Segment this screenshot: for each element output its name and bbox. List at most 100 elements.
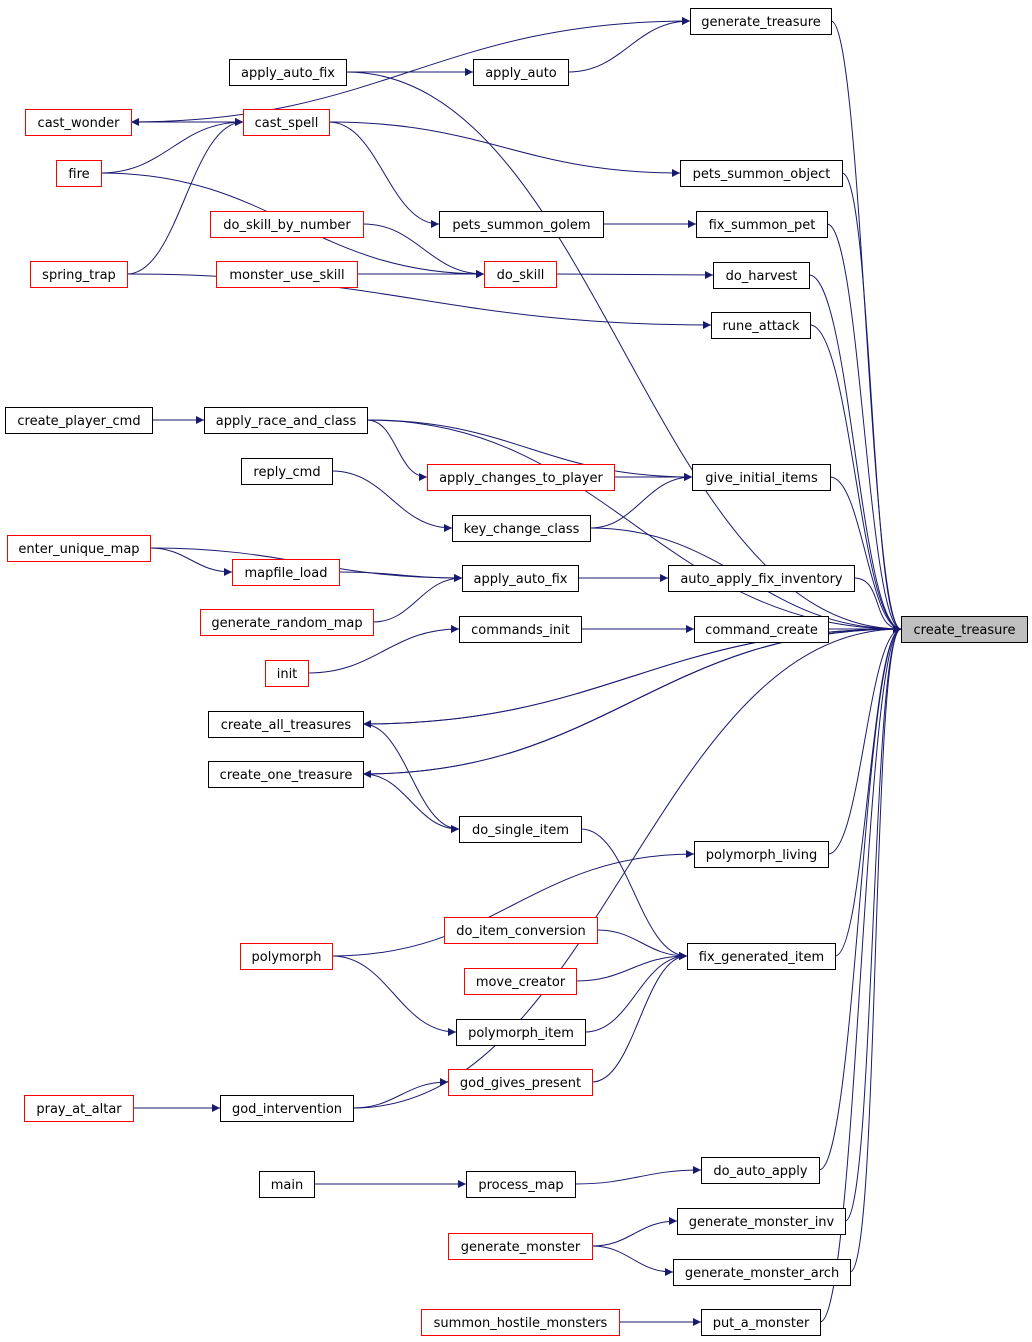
node-label: pray_at_altar — [36, 1102, 122, 1117]
node-box — [229, 59, 347, 86]
node-process-map[interactable]: process_map — [466, 1171, 576, 1198]
node-generate-random-map[interactable]: generate_random_map — [200, 609, 374, 636]
node-box — [459, 616, 582, 643]
edge-init-to-commands_init — [307, 625, 460, 674]
edge-apply_auto-to-generate_treasure — [567, 17, 691, 73]
node-box — [421, 1309, 620, 1336]
node-box — [5, 407, 153, 434]
node-command-create[interactable]: command_create — [694, 616, 829, 643]
node-label: process_map — [478, 1178, 563, 1193]
node-label: polymorph_item — [468, 1026, 574, 1041]
node-label: polymorph_living — [706, 848, 817, 863]
node-apply-auto[interactable]: apply_auto — [473, 59, 569, 86]
node-put-a-monster[interactable]: put_a_monster — [701, 1309, 821, 1336]
node-do-skill-by-number[interactable]: do_skill_by_number — [210, 211, 364, 238]
edge-do_skill_by_number-to-do_skill — [362, 223, 485, 278]
node-label: generate_random_map — [211, 616, 362, 631]
node-polymorph[interactable]: polymorph — [240, 943, 333, 970]
edge-cast_spell-to-pets_summon_object — [328, 121, 681, 177]
node-generate-treasure[interactable]: generate_treasure — [690, 8, 832, 35]
edge-process_map-to-do_auto_apply — [574, 1166, 702, 1185]
node-box — [200, 609, 374, 636]
edge-apply_auto_fix-to-create_treasure — [345, 71, 902, 633]
node-box — [701, 1157, 820, 1184]
edge-polymorph_living-to-create_treasure — [827, 625, 902, 855]
node-do-single-item[interactable]: do_single_item — [459, 816, 582, 843]
node-label: summon_hostile_monsters — [434, 1316, 608, 1331]
node-fire[interactable]: fire — [56, 160, 102, 187]
node-box — [701, 1309, 821, 1336]
node-generate-monster[interactable]: generate_monster — [448, 1233, 593, 1260]
node-do-auto-apply[interactable]: do_auto_apply — [701, 1157, 820, 1184]
node-summon-hostile-monsters[interactable]: summon_hostile_monsters — [421, 1309, 620, 1336]
node-rune-attack[interactable]: rune_attack — [711, 312, 811, 339]
node-create-one-treasure[interactable]: create_one_treasure — [208, 761, 364, 788]
node-label: fix_generated_item — [699, 950, 824, 965]
node-key-change-class[interactable]: key_change_class — [452, 515, 591, 542]
edge-fire-to-cast_spell — [100, 118, 244, 174]
edge-god_gives_present-to-fix_generated_item — [591, 952, 688, 1083]
node-box — [711, 312, 811, 339]
edge-do_harvest-to-create_treasure — [808, 274, 902, 633]
node-monster-use-skill[interactable]: monster_use_skill — [216, 261, 358, 288]
node-label: do_skill_by_number — [223, 218, 351, 233]
edge-cast_spell-to-pets_summon_golem — [328, 121, 440, 228]
node-god-gives-present[interactable]: god_gives_present — [448, 1069, 593, 1096]
node-god-intervention[interactable]: god_intervention — [220, 1095, 354, 1122]
node-box — [668, 565, 855, 592]
node-box — [448, 1069, 593, 1096]
node-reply-cmd[interactable]: reply_cmd — [241, 458, 333, 485]
node-label: do_single_item — [472, 823, 569, 838]
node-label: move_creator — [476, 975, 566, 990]
node-create-treasure: create_treasure — [901, 616, 1028, 643]
node-pets-summon-golem[interactable]: pets_summon_golem — [439, 211, 604, 238]
node-apply-auto-fix-2[interactable]: apply_auto_fix — [462, 565, 579, 592]
node-label: create_treasure — [914, 623, 1016, 638]
node-label: mapfile_load — [245, 566, 328, 581]
node-cast-spell[interactable]: cast_spell — [243, 109, 330, 136]
edge-cast_wonder-to-generate_treasure — [130, 17, 691, 123]
node-polymorph-item[interactable]: polymorph_item — [456, 1019, 586, 1046]
node-main[interactable]: main — [259, 1171, 315, 1198]
node-do-harvest[interactable]: do_harvest — [713, 262, 810, 289]
node-init[interactable]: init — [265, 660, 309, 687]
node-generate-monster-arch[interactable]: generate_monster_arch — [673, 1259, 851, 1286]
node-commands-init[interactable]: commands_init — [459, 616, 582, 643]
node-fix-summon-pet[interactable]: fix_summon_pet — [696, 211, 828, 238]
node-mapfile-load[interactable]: mapfile_load — [232, 559, 340, 586]
node-enter-unique-map[interactable]: enter_unique_map — [7, 535, 151, 562]
node-box — [444, 917, 598, 944]
node-pray-at-altar[interactable]: pray_at_altar — [24, 1095, 134, 1122]
edge-god_intervention-to-god_gives_present — [352, 1078, 449, 1109]
node-label: apply_auto_fix — [241, 66, 335, 81]
edge-create_one_treasure-to-create_treasure — [362, 625, 902, 775]
node-apply-race-and-class[interactable]: apply_race_and_class — [204, 407, 368, 434]
node-move-creator[interactable]: move_creator — [464, 968, 577, 995]
node-generate-monster-inv[interactable]: generate_monster_inv — [677, 1208, 846, 1235]
edge-do_item_conversion-to-fix_generated_item — [596, 929, 688, 960]
node-fix-generated-item[interactable]: fix_generated_item — [687, 943, 836, 970]
node-polymorph-living[interactable]: polymorph_living — [694, 841, 829, 868]
node-box — [208, 761, 364, 788]
node-create-player-cmd[interactable]: create_player_cmd — [5, 407, 153, 434]
node-auto-apply-fix-inventory[interactable]: auto_apply_fix_inventory — [668, 565, 855, 592]
node-box — [24, 1095, 134, 1122]
edge-move_creator-to-fix_generated_item — [575, 952, 688, 982]
node-apply-changes-to-player[interactable]: apply_changes_to_player — [427, 464, 615, 491]
node-pets-summon-object[interactable]: pets_summon_object — [680, 160, 843, 187]
node-apply-auto-fix[interactable]: apply_auto_fix — [229, 59, 347, 86]
node-box — [7, 535, 151, 562]
node-create-all-treasures[interactable]: create_all_treasures — [208, 711, 364, 738]
node-label: generate_monster_inv — [689, 1215, 835, 1230]
node-label: polymorph — [252, 950, 322, 965]
node-give-initial-items[interactable]: give_initial_items — [692, 464, 831, 491]
node-do-skill[interactable]: do_skill — [484, 261, 557, 288]
node-cast-wonder[interactable]: cast_wonder — [25, 109, 132, 136]
node-box — [694, 841, 829, 868]
node-spring-trap[interactable]: spring_trap — [30, 261, 128, 288]
edge-spring_trap-to-rune_attack — [126, 273, 712, 329]
edge-polymorph-to-polymorph_living — [331, 850, 695, 957]
node-box — [677, 1208, 846, 1235]
node-do-item-conversion[interactable]: do_item_conversion — [444, 917, 598, 944]
node-label: apply_changes_to_player — [439, 471, 603, 486]
